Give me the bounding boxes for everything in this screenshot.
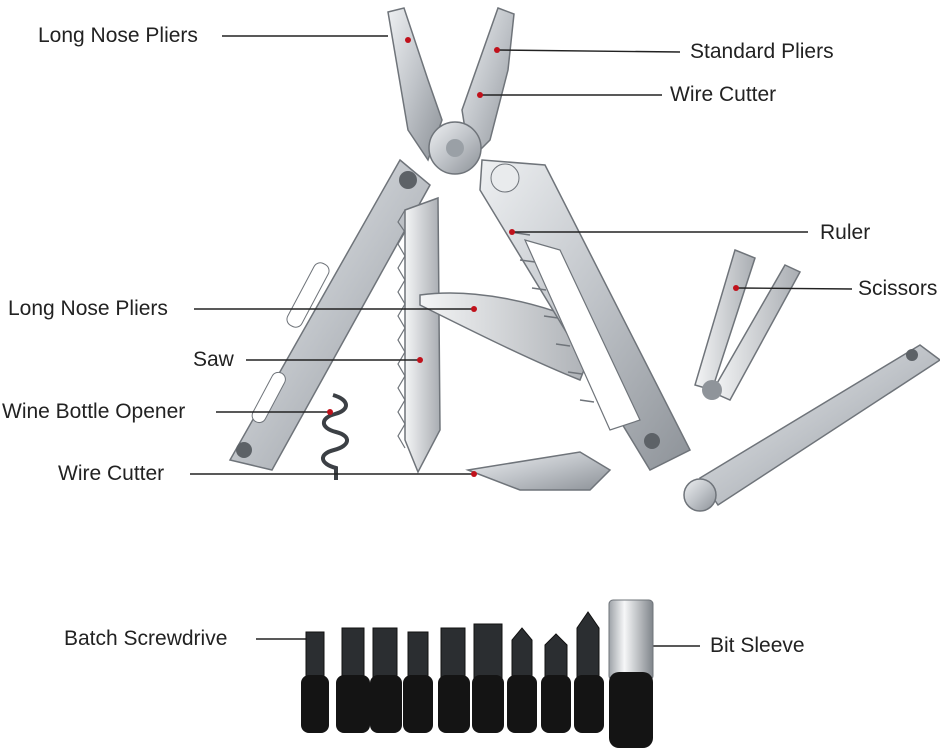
label-standard-pliers: Standard Pliers xyxy=(690,40,834,63)
bit-8 xyxy=(541,633,571,733)
label-wine-bottle-opener: Wine Bottle Opener xyxy=(2,400,186,423)
label-bit-sleeve: Bit Sleeve xyxy=(710,634,805,657)
bit-1 xyxy=(301,631,329,733)
bit-2 xyxy=(336,627,370,733)
label-long-nose-pliers-mid: Long Nose Pliers xyxy=(8,297,168,320)
left-handle xyxy=(228,158,431,471)
lower-arms xyxy=(465,344,940,512)
saw-blade xyxy=(397,196,441,474)
label-ruler: Ruler xyxy=(820,221,871,244)
bit-3 xyxy=(370,627,402,733)
label-wire-cutter-top: Wire Cutter xyxy=(670,83,777,106)
corkscrew xyxy=(321,393,349,480)
leader-lines xyxy=(190,35,853,647)
pliers-jaws xyxy=(387,7,515,175)
right-handle xyxy=(479,159,692,471)
scissors-tool xyxy=(694,248,802,401)
bit-7 xyxy=(507,627,537,733)
label-scissors: Scissors xyxy=(858,277,938,300)
bit-4 xyxy=(403,631,433,733)
label-saw: Saw xyxy=(193,348,234,371)
screwdriver-bits xyxy=(301,599,654,748)
bit-6 xyxy=(472,623,504,733)
label-batch-screwdriver: Batch Screwdrive xyxy=(64,627,228,650)
bit-9 xyxy=(574,611,604,733)
bit-5 xyxy=(438,627,470,733)
bit-sleeve xyxy=(608,599,654,748)
label-long-nose-pliers-top: Long Nose Pliers xyxy=(38,24,198,47)
label-wire-cutter-bottom: Wire Cutter xyxy=(58,462,165,485)
